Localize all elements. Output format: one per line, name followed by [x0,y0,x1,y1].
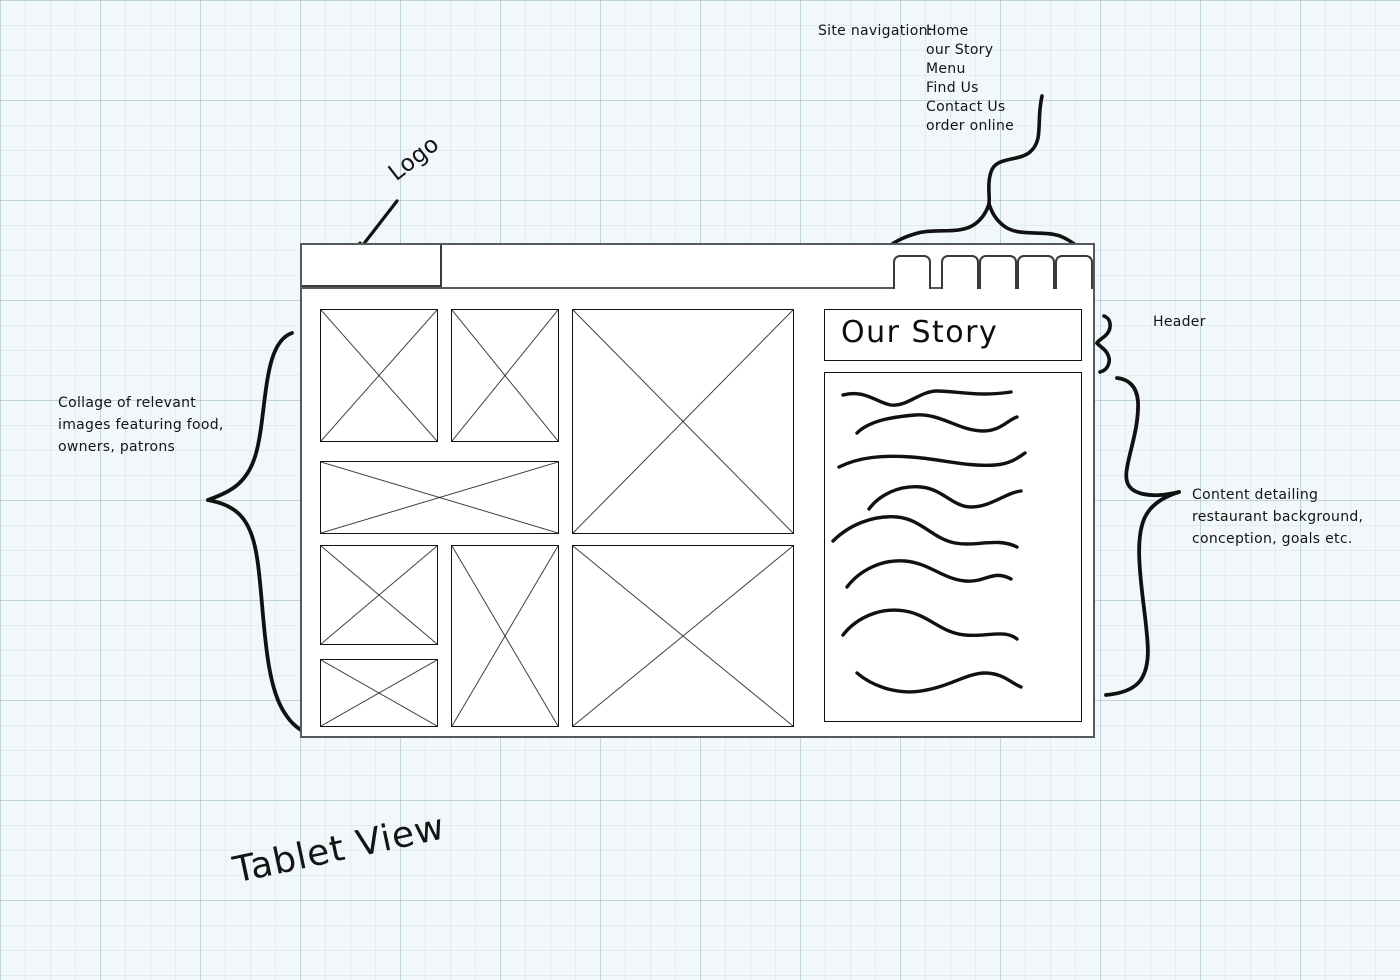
image-placeholder[interactable] [320,545,438,645]
image-collage-grid [320,309,800,727]
nav-tabs-group [893,253,1093,289]
nav-tab-1[interactable] [893,255,931,289]
nav-tab-2[interactable] [941,255,979,289]
nav-tab-3[interactable] [979,255,1017,289]
image-placeholder[interactable] [320,309,438,442]
story-content-box [824,372,1082,722]
tablet-view-annotation: Tablet View [229,806,449,892]
site-navigation-annotation-items: Home our Story Menu Find Us Contact Us o… [926,23,1015,134]
content-brace-icon [1104,376,1181,697]
body-copy-squiggles [831,389,1027,694]
image-placeholder[interactable] [572,545,794,727]
nav-tab-4[interactable] [1017,255,1055,289]
story-column: Our Story [824,309,1082,722]
image-placeholder[interactable] [320,659,438,727]
image-placeholder[interactable] [451,545,559,727]
header-brace-icon [1095,314,1112,374]
collage-annotation: Collage of relevant images featuring foo… [58,395,224,455]
image-placeholder[interactable] [572,309,794,534]
device-frame: Our Story [300,243,1095,738]
header-annotation: Header [1153,314,1206,330]
browser-chrome-bar [302,245,1093,289]
logo-annotation: Logo [383,131,445,187]
page-body: Our Story [302,289,1093,736]
image-placeholder[interactable] [320,461,559,534]
site-navigation-annotation-label: Site navigation: [818,23,933,39]
story-title-text: Our Story [841,315,999,350]
story-title-box: Our Story [824,309,1082,361]
nav-tab-5[interactable] [1055,255,1093,289]
image-placeholder[interactable] [451,309,559,442]
content-annotation: Content detailing restaurant background,… [1192,487,1364,547]
logo-placeholder-box[interactable] [302,245,442,287]
